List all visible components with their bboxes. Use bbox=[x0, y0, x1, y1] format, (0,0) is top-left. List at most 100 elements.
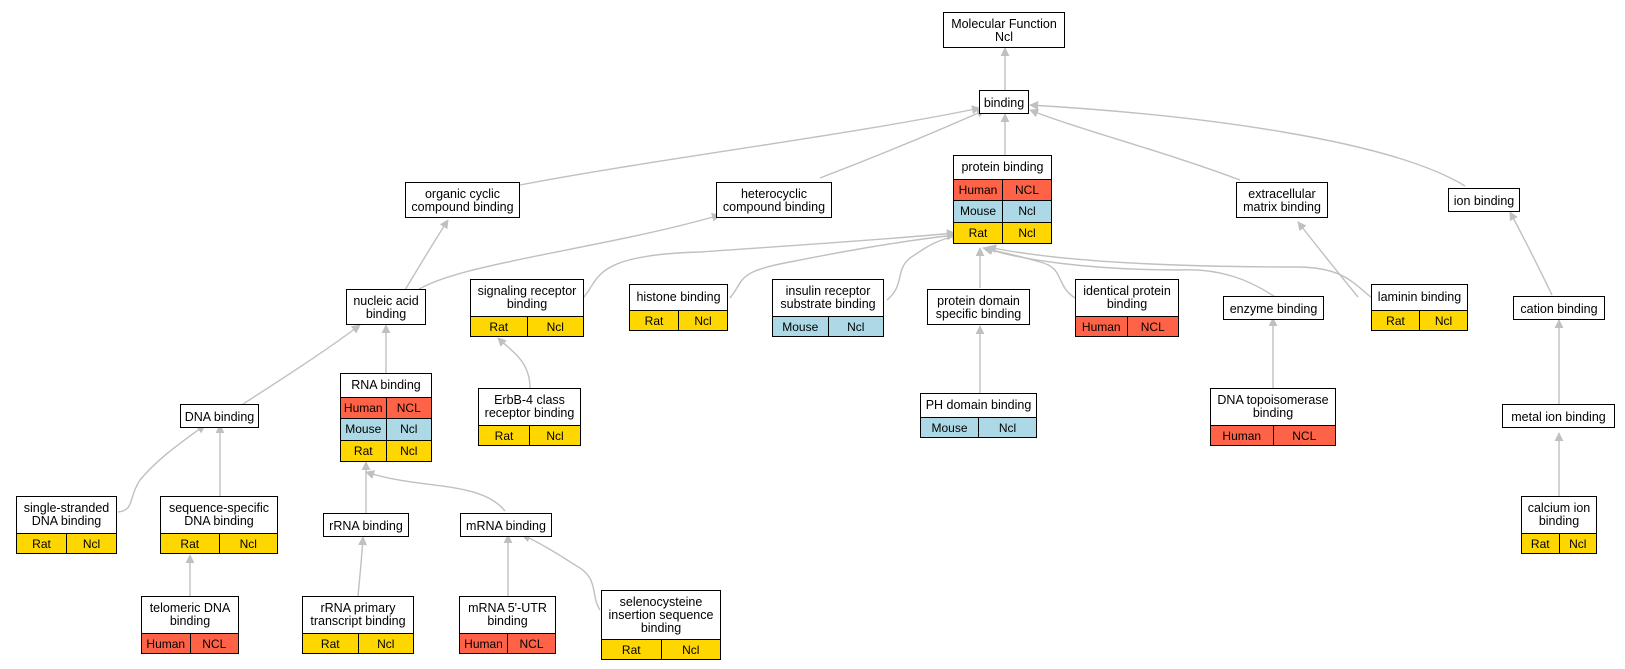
species-cell: Human bbox=[1211, 426, 1273, 445]
edge-nucleic-to-organic bbox=[404, 219, 449, 291]
node-label: cation binding bbox=[1520, 301, 1598, 316]
node-rrna: rRNA binding bbox=[323, 513, 409, 537]
edge-erbb4-to-signal bbox=[497, 337, 531, 389]
gene-cell: Ncl bbox=[526, 317, 583, 336]
edge-nucleic-to-hetero bbox=[409, 212, 721, 297]
node-label: Molecular Function Ncl bbox=[951, 17, 1057, 44]
edge-mrna-to-rna bbox=[365, 470, 506, 512]
node-label: DNA topoisomerase binding bbox=[1217, 393, 1329, 420]
species-cell: Mouse bbox=[921, 418, 978, 437]
species-cell: Mouse bbox=[341, 419, 386, 440]
edge-insulin-to-protein bbox=[886, 232, 961, 301]
species-cell: Rat bbox=[303, 634, 358, 653]
species-cell: Rat bbox=[602, 640, 661, 659]
edge-seleno-to-mrna bbox=[521, 533, 601, 611]
node-label: insulin receptor substrate binding bbox=[780, 284, 876, 311]
gene-cell: Ncl bbox=[1002, 201, 1051, 222]
species-cell: Rat bbox=[1372, 311, 1419, 330]
node-enzyme: enzyme binding bbox=[1223, 296, 1324, 320]
gene-cell: Ncl bbox=[1002, 222, 1051, 243]
edge-enzyme-to-protein bbox=[984, 246, 1276, 298]
gene-cell: Ncl bbox=[529, 426, 580, 445]
species-cell: Rat bbox=[17, 534, 66, 553]
gene-cell: NCL bbox=[189, 634, 238, 653]
species-cell: Rat bbox=[1522, 534, 1559, 553]
node-ecm-binding: extracellular matrix binding bbox=[1236, 182, 1328, 218]
node-label: RNA binding bbox=[351, 378, 421, 392]
gene-cell: Ncl bbox=[357, 634, 413, 653]
gene-cell: Ncl bbox=[827, 317, 883, 336]
gene-cell: Ncl bbox=[1558, 534, 1596, 553]
edge-ecm-to-binding bbox=[1029, 108, 1241, 181]
species-cell: Human bbox=[341, 398, 386, 419]
gene-cell: Ncl bbox=[678, 311, 727, 330]
node-label: laminin binding bbox=[1377, 290, 1462, 304]
gene-cell: NCL bbox=[1272, 426, 1335, 445]
node-label: selenocysteine insertion sequence bindin… bbox=[608, 594, 714, 635]
gene-cell: Ncl bbox=[218, 534, 277, 553]
species-cell: Human bbox=[1076, 317, 1127, 336]
edge-laminin-to-protein bbox=[987, 244, 1373, 299]
edge-organic-to-binding bbox=[519, 105, 981, 186]
edge-hetero-to-binding bbox=[819, 109, 986, 179]
node-heterocyclic: heterocyclic compound binding bbox=[716, 182, 832, 218]
node-label: histone binding bbox=[636, 290, 721, 304]
gene-cell: Ncl bbox=[660, 640, 720, 659]
node-protein-domain: protein domain specific binding bbox=[927, 289, 1030, 325]
species-cell: Human bbox=[142, 634, 190, 653]
species-cell: Mouse bbox=[954, 201, 1002, 222]
node-dna-binding: DNA binding bbox=[180, 404, 259, 428]
gene-cell: Ncl bbox=[385, 440, 431, 461]
species-cell: Rat bbox=[479, 426, 529, 445]
node-molecular-function: Molecular Function Ncl bbox=[943, 12, 1065, 48]
node-label: extracellular matrix binding bbox=[1243, 187, 1321, 214]
species-cell: Rat bbox=[341, 440, 386, 461]
node-label: identical protein binding bbox=[1083, 284, 1171, 311]
node-label: DNA binding bbox=[184, 409, 255, 424]
node-nucleic-acid: nucleic acid binding bbox=[346, 289, 426, 325]
edge-rrnaprimary-to-rrna bbox=[357, 536, 368, 597]
node-label: binding bbox=[983, 95, 1025, 110]
node-label: mRNA 5'-UTR binding bbox=[468, 601, 547, 628]
node-label: single-stranded DNA binding bbox=[23, 501, 110, 528]
species-cell: Rat bbox=[471, 317, 527, 336]
edge-ion-to-binding bbox=[1029, 100, 1466, 187]
edge-cation-to-ion bbox=[1509, 211, 1553, 296]
gene-cell: Ncl bbox=[1419, 311, 1467, 330]
node-label: heterocyclic compound binding bbox=[722, 187, 826, 214]
node-ion-binding: ion binding bbox=[1448, 188, 1520, 212]
node-label: sequence-specific DNA binding bbox=[168, 501, 270, 528]
edge-histone-to-protein bbox=[729, 231, 956, 299]
node-selenocysteine: selenocysteine insertion sequence bindin… bbox=[601, 590, 721, 660]
gene-cell: Ncl bbox=[66, 534, 116, 553]
node-metal-ion: metal ion binding bbox=[1502, 404, 1615, 428]
gene-cell: NCL bbox=[507, 634, 555, 653]
node-label: PH domain binding bbox=[925, 398, 1032, 412]
node-label: telomeric DNA binding bbox=[149, 601, 231, 628]
gene-cell: NCL bbox=[1126, 317, 1178, 336]
gene-cell: NCL bbox=[1002, 180, 1051, 201]
